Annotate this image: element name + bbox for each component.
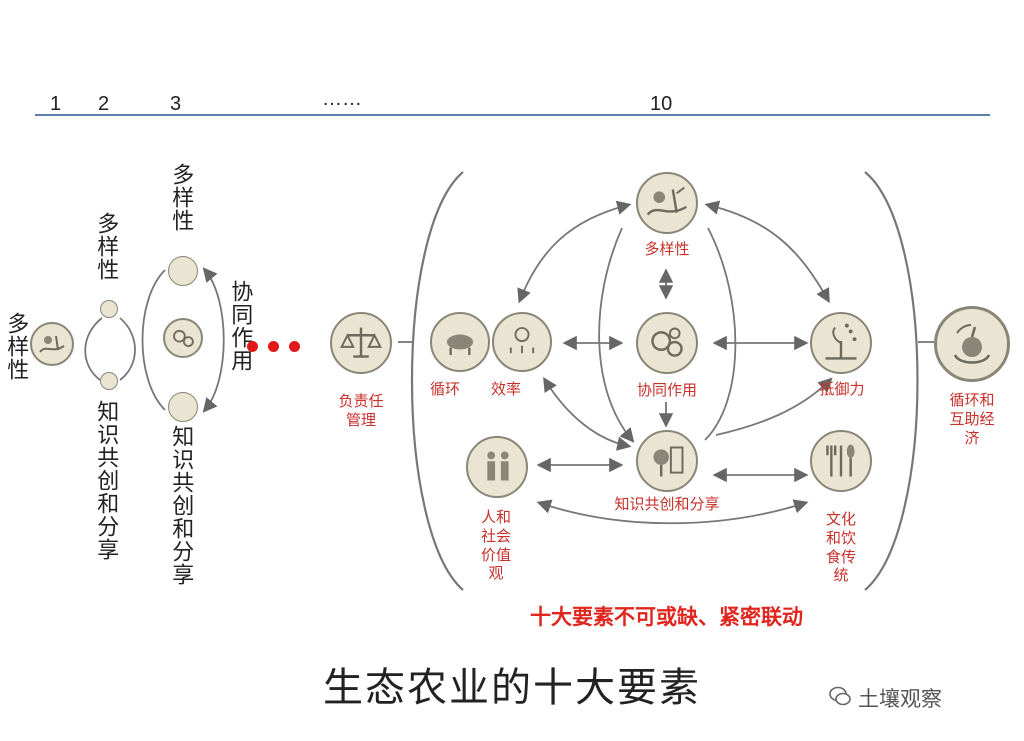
recycling-icon — [430, 312, 490, 372]
progress-dot — [268, 341, 279, 352]
knowledge-icon-medium — [168, 392, 198, 422]
resilience-icon — [810, 312, 872, 374]
stage-divider-line — [35, 114, 990, 116]
stage-1-number: 1 — [50, 93, 62, 115]
resilience-label: 抵御力 — [819, 380, 865, 398]
efficiency-label: 效率 — [490, 380, 521, 398]
diversity-label: 多样性 — [644, 240, 690, 258]
cutlery-icon — [810, 430, 872, 492]
circular-economy-icon — [934, 306, 1010, 382]
culture-label: 文化和饮食传统 — [825, 510, 856, 585]
col2-diversity-label: 多样性 — [93, 212, 119, 281]
stage-ellipsis: …… — [322, 88, 362, 110]
synergy-icon — [636, 312, 698, 374]
efficiency-icon — [492, 312, 552, 372]
col3-knowledge-label: 知识共创和分享 — [168, 425, 194, 586]
knowledge-label: 知识共创和分享 — [614, 495, 720, 513]
col3-diversity-label: 多样性 — [168, 163, 194, 232]
col1-diversity-label: 多样性 — [3, 312, 29, 381]
diversity-icon-small — [100, 300, 118, 318]
progress-dot — [247, 341, 258, 352]
diversity-icon-medium — [168, 256, 198, 286]
diversity-large-icon — [636, 172, 698, 234]
stage-2-number: 2 — [98, 93, 110, 115]
diversity-icon — [30, 322, 74, 366]
col2-knowledge-label: 知识共创和分享 — [93, 400, 119, 561]
knowledge-icon — [636, 430, 698, 492]
scales-icon — [330, 312, 392, 374]
synergy-gears-icon — [163, 318, 203, 358]
synergy-label: 协同作用 — [636, 381, 697, 399]
page-title: 生态农业的十大要素 — [323, 665, 701, 711]
knowledge-icon-small — [100, 372, 118, 390]
col3-synergy-label: 协同作用 — [227, 280, 253, 372]
circular-economy-label: 循环和互助经济 — [949, 391, 995, 447]
slogan: 十大要素不可或缺、紧密联动 — [530, 605, 803, 629]
responsible-label: 负责任管理 — [338, 392, 384, 429]
stage-10-number: 10 — [650, 93, 673, 115]
human-social-icon — [466, 436, 528, 498]
recycling-label: 循环 — [429, 380, 460, 398]
wechat-icon — [828, 684, 852, 708]
progress-dot — [289, 341, 300, 352]
human-social-label: 人和社会价值观 — [480, 508, 511, 583]
watermark-text: 土壤观察 — [858, 687, 942, 711]
stage-3-number: 3 — [170, 93, 182, 115]
